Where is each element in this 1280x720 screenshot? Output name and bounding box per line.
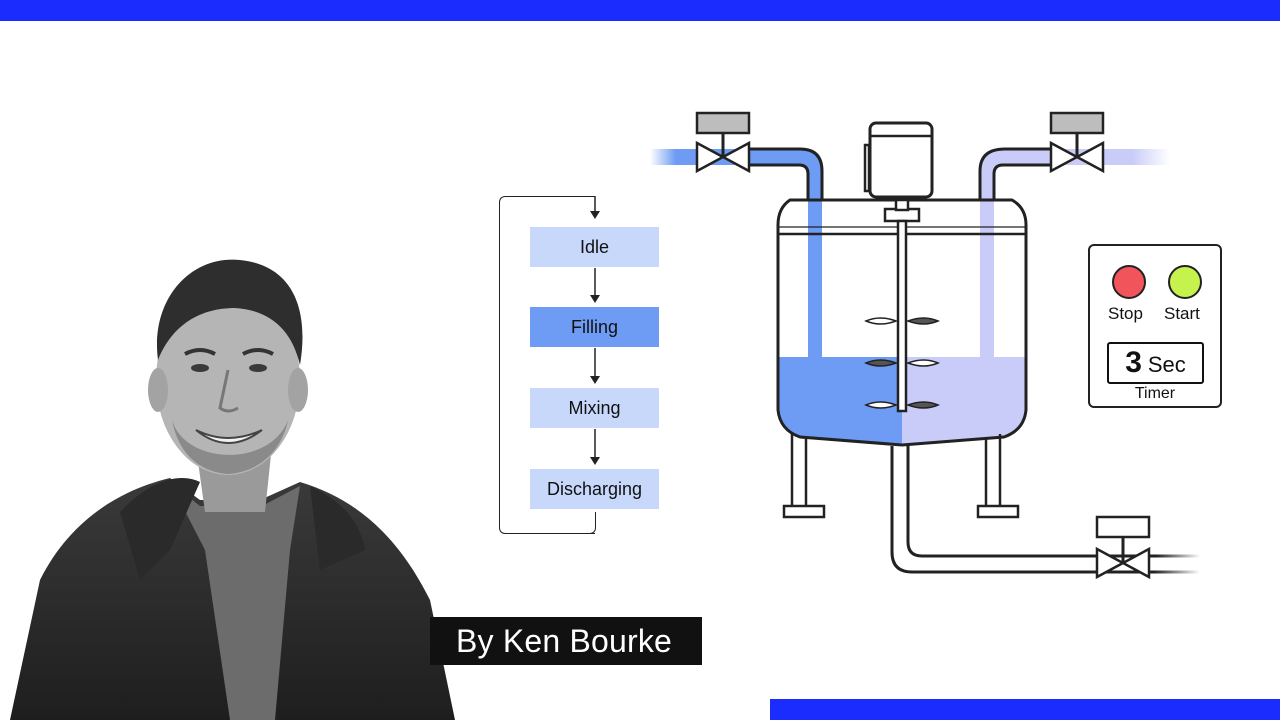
top-accent-bar (0, 0, 1280, 21)
tank-legs (782, 434, 1020, 519)
state-loop-return (586, 512, 596, 534)
flow-arrow (590, 268, 600, 303)
agitator-motor (863, 121, 934, 223)
stop-indicator-lamp[interactable] (1112, 265, 1146, 299)
start-label: Start (1164, 304, 1200, 323)
start-indicator-lamp[interactable] (1168, 265, 1202, 299)
state-mixing: Mixing (530, 388, 659, 428)
author-label: By Ken Bourke (430, 617, 702, 665)
state-loop-frame (499, 196, 595, 534)
timer-unit: Sec (1147, 352, 1186, 377)
flow-arrow (590, 429, 600, 465)
inlet-valve-b[interactable] (1049, 111, 1105, 174)
inlet-valve-a[interactable] (695, 111, 751, 174)
outlet-valve[interactable] (1095, 515, 1151, 580)
inlet-pipe-a (650, 147, 824, 358)
agitator-shaft (864, 219, 940, 413)
loop-return-arrow (590, 196, 600, 219)
tank-liquid (778, 357, 1026, 445)
state-discharging: Discharging (530, 469, 659, 509)
state-idle: Idle (530, 227, 659, 267)
bottom-accent-bar (770, 699, 1280, 720)
timer-value: 3 (1125, 346, 1142, 379)
state-filling: Filling (530, 307, 659, 347)
mixing-tank-diagram (650, 111, 1200, 580)
flow-arrow (590, 348, 600, 384)
stop-label: Stop (1108, 304, 1143, 323)
timer-label: Timer (1134, 385, 1176, 402)
outlet-pipe (890, 444, 1200, 574)
inlet-pipe-b (978, 147, 1170, 358)
presenter-photo (10, 259, 455, 720)
